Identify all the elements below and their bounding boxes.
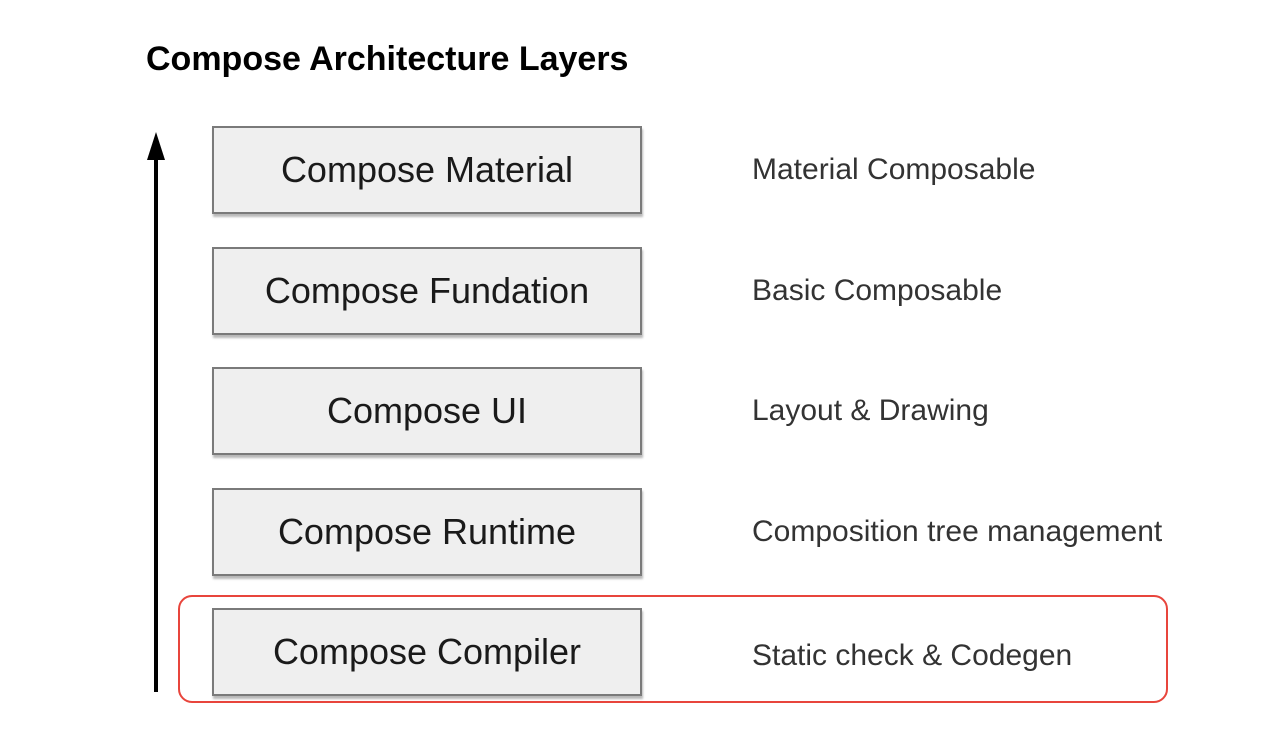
layer-box-material: Compose Material <box>212 126 642 214</box>
layer-box-foundation: Compose Fundation <box>212 247 642 335</box>
layer-box-runtime: Compose Runtime <box>212 488 642 576</box>
layer-description-foundation: Basic Composable <box>752 274 1003 307</box>
layer-description-material: Material Composable <box>752 153 1036 186</box>
up-arrow-icon <box>147 132 165 692</box>
layer-description-compiler: Static check & Codegen <box>752 639 1073 672</box>
layer-box-compiler: Compose Compiler <box>212 608 642 696</box>
layer-description-runtime: Composition tree management <box>752 515 1163 548</box>
layer-description-ui: Layout & Drawing <box>752 394 989 427</box>
layer-box-ui: Compose UI <box>212 367 642 455</box>
compiler-layer-highlight <box>178 595 1168 703</box>
diagram-title: Compose Architecture Layers <box>146 40 629 78</box>
